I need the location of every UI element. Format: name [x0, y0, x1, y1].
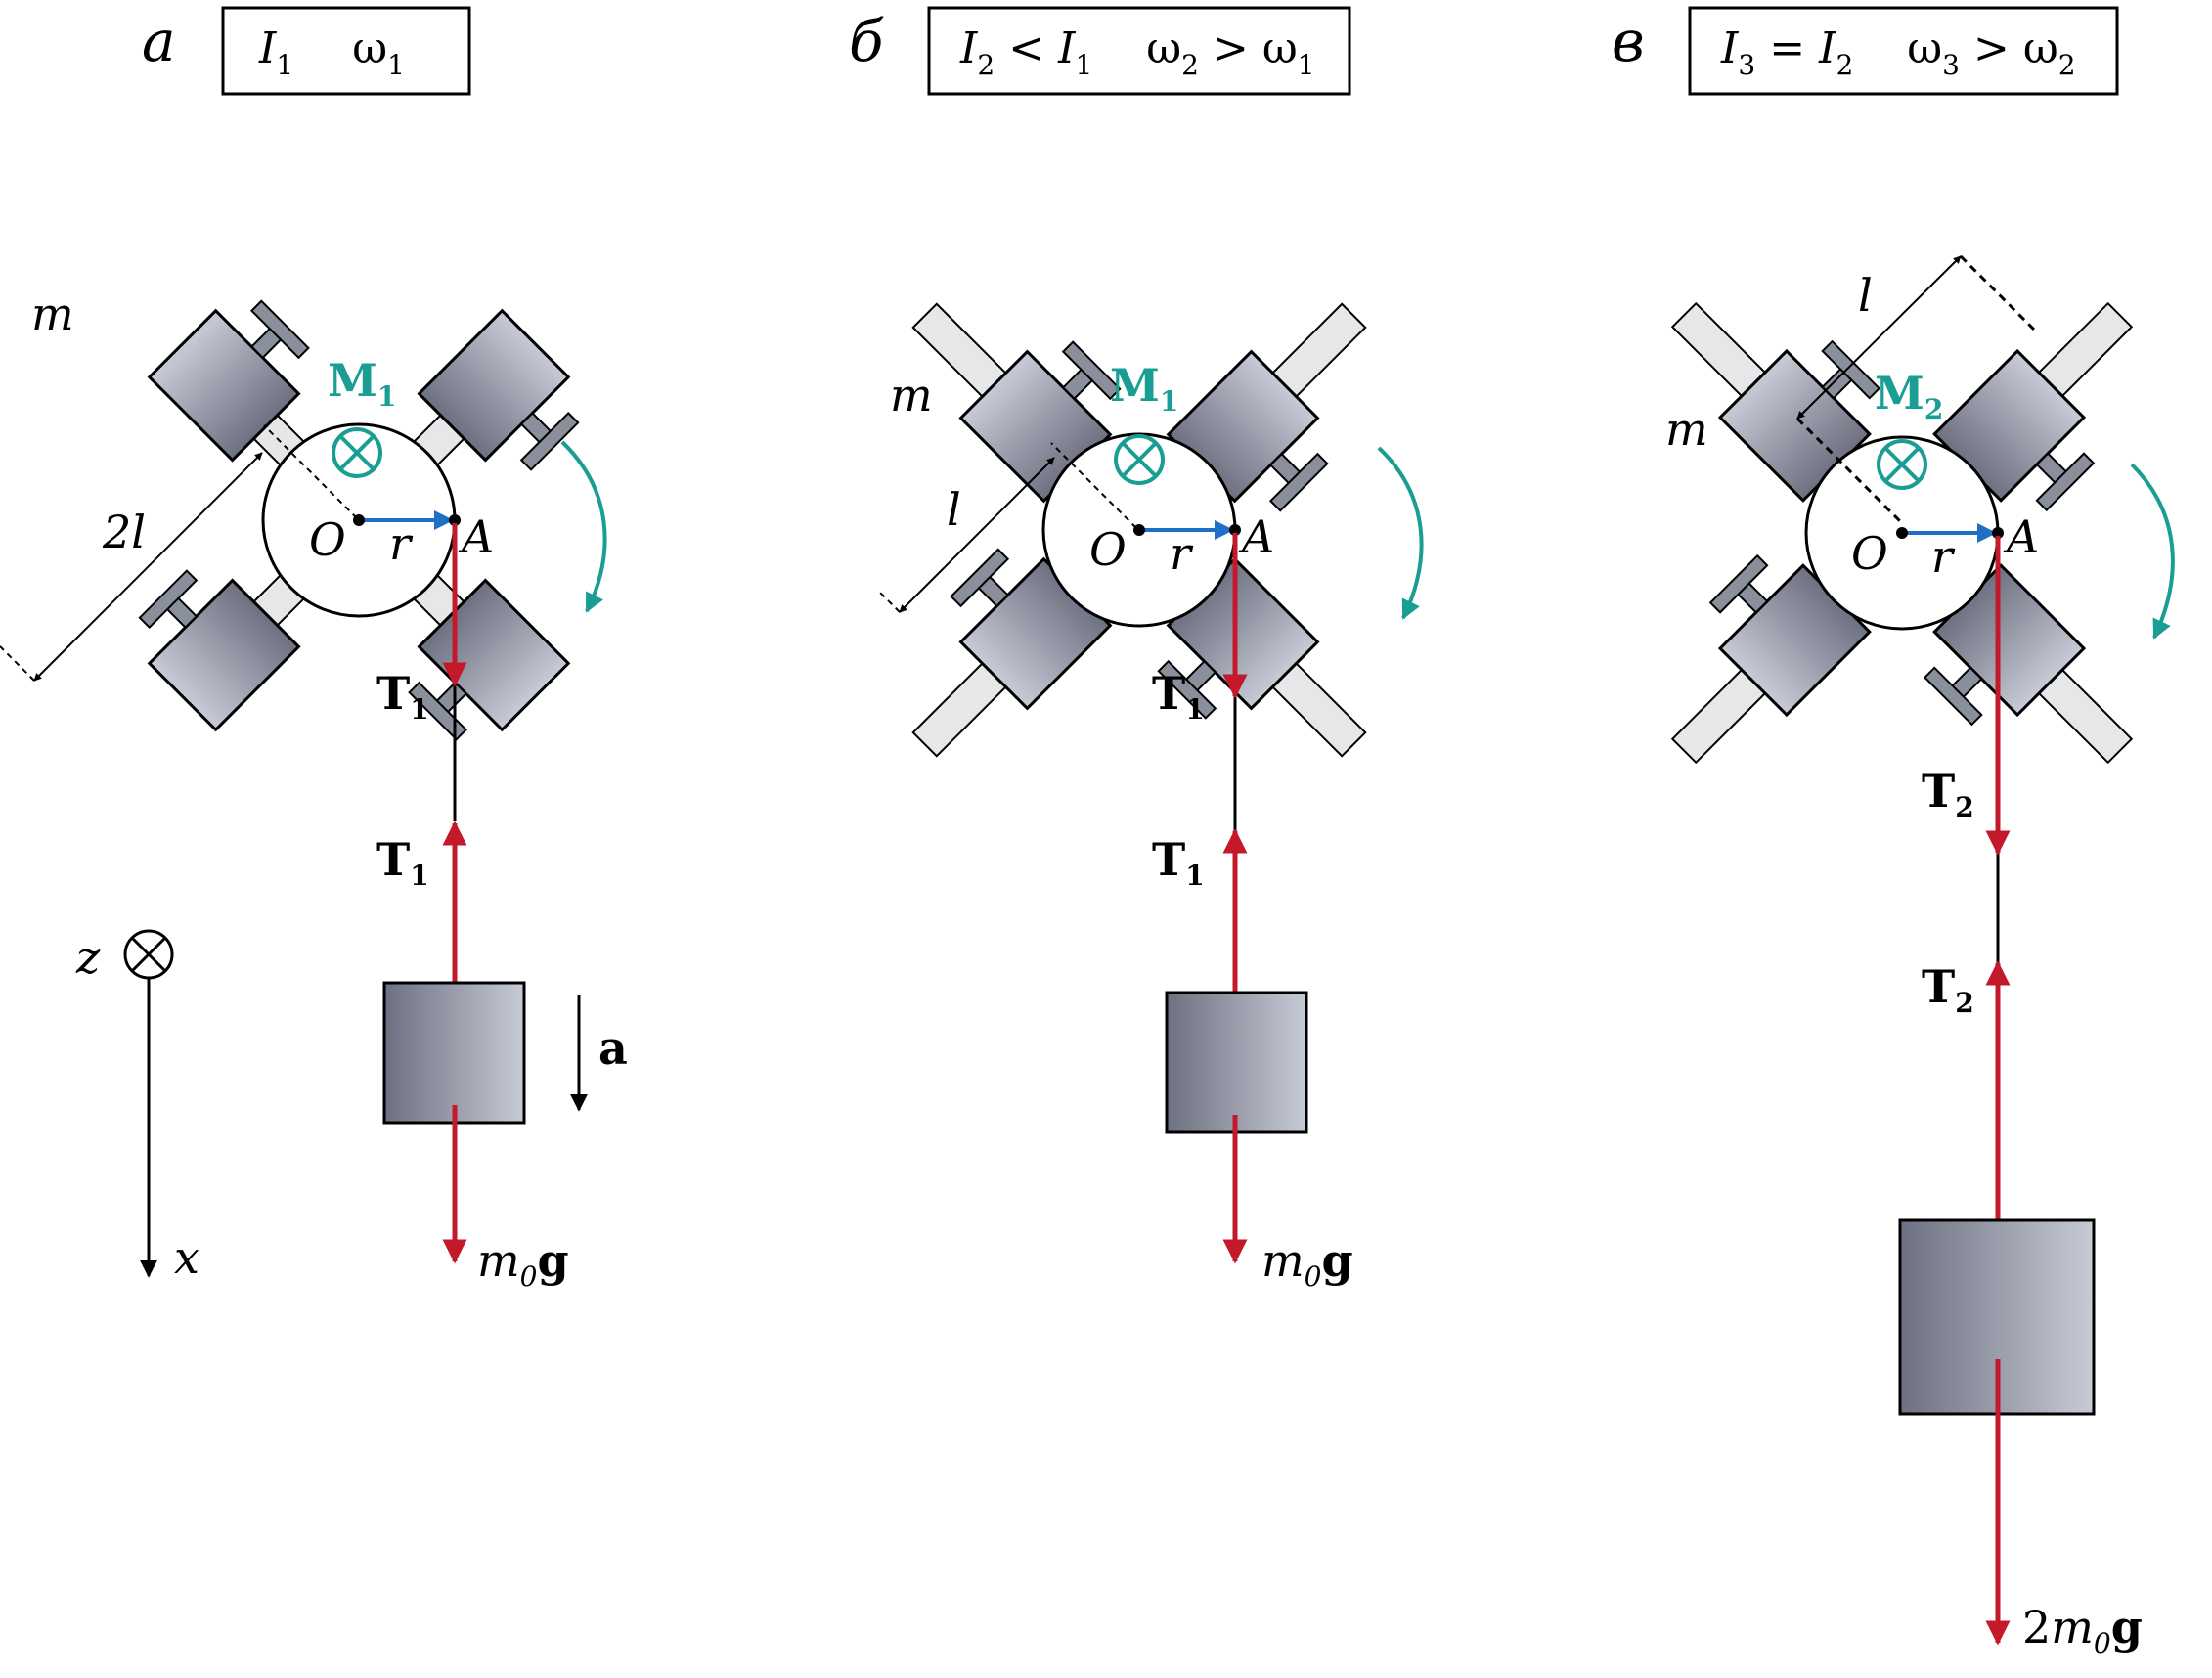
panel-c-moment-label: M2 — [1875, 367, 1943, 425]
panel-b-letter: б — [849, 8, 884, 74]
panel-c-arm-3 — [1670, 553, 1872, 765]
panel-a-tension-lower-label: T1 — [376, 833, 429, 892]
panel-b-tension-lower-label: T1 — [1152, 833, 1205, 892]
panel-c-dimension-extension — [1959, 254, 2036, 331]
panel-c-tension-lower-label: T2 — [1922, 960, 1974, 1019]
panel-c-slider-mass-1 — [1932, 348, 2096, 512]
panel-b-tension-upper-label: T1 — [1152, 667, 1205, 726]
panel-a-hanging-weight — [382, 981, 526, 1125]
panel-c-point-label: A — [2003, 510, 2039, 563]
panel-a-rotation-arrow — [560, 440, 607, 613]
panel-b-moment-into-page-icon — [1114, 434, 1165, 485]
panel-a-acceleration-label: a — [598, 1022, 628, 1075]
panel-b-mass-label: m — [890, 369, 933, 421]
panel-c-dimension-line — [1796, 255, 1962, 420]
panel-b-distance-label: l — [947, 483, 961, 536]
panel-c-origin-dot — [1896, 527, 1908, 539]
panel-b-origin-dot — [1133, 524, 1145, 536]
panel-a-slider-mass-2 — [408, 578, 571, 741]
panel-b-point-label: A — [1238, 510, 1274, 563]
panel-c-rotation-arrow — [2130, 463, 2175, 640]
panel-c-tension-upper-label: T2 — [1922, 765, 1974, 823]
panel-c-mass-label: m — [1665, 403, 1708, 456]
panel-a-radius-label: r — [389, 517, 414, 570]
panel-a-point-label: A — [458, 510, 494, 563]
panel-a-dimension-line — [33, 452, 263, 682]
panel-c-origin-label: O — [1851, 527, 1888, 580]
panel-a-dimension-extension — [263, 424, 358, 519]
panel-a-condition-box — [221, 6, 471, 96]
panel-b-moment-label: M1 — [1110, 359, 1178, 418]
panel-b-radius-label: r — [1170, 527, 1194, 580]
panel-a-origin-label: O — [309, 513, 346, 566]
panel-a-slider-mass-3 — [138, 569, 301, 732]
panel-b-weight-label: m0g — [1261, 1234, 1353, 1293]
axes-icon — [123, 929, 174, 1278]
panel-c-arm-1 — [1932, 301, 2134, 512]
panel-a-point-a-dot — [449, 514, 461, 526]
panel-a-distance-label: 2l — [102, 506, 146, 558]
panel-c-dimension-extension-2 — [1795, 417, 1902, 523]
panel-c-moment-into-page-icon — [1877, 439, 1927, 490]
panel-b-origin-label: O — [1089, 523, 1127, 576]
panel-b-rotation-arrow — [1377, 446, 1424, 620]
panel-a-slider-mass-4 — [147, 299, 310, 463]
panel-c-slider-mass-2 — [1923, 563, 2087, 727]
panel-c-distance-label: l — [1858, 269, 1873, 322]
panel-a-letter: а — [142, 8, 176, 74]
panel-a-moment-into-page-icon — [332, 427, 382, 478]
panel-a-mass-label: m — [31, 287, 74, 340]
panel-c-letter: в — [1612, 8, 1645, 74]
panel-a-moment-label: M1 — [328, 354, 396, 413]
panel-c-weight-label: 2m0g — [2022, 1601, 2143, 1659]
axis-z-label: z — [75, 931, 101, 984]
panel-a-slider-mass-1 — [417, 308, 580, 471]
panel-b-hanging-weight — [1165, 991, 1308, 1134]
panel-c-slider-mass-3 — [1708, 553, 1872, 718]
panel-c-radius-label: r — [1931, 530, 1956, 583]
panel-b-dimension-extension — [1050, 442, 1137, 529]
axis-x-label: x — [174, 1231, 199, 1284]
panel-b-condition-box — [927, 6, 1351, 96]
panel-a-dimension-extension-2 — [0, 645, 35, 682]
panel-a-tension-upper-label: T1 — [376, 667, 429, 726]
panel-b-dimension-extension-2 — [877, 590, 901, 613]
panel-a-origin-dot — [353, 514, 365, 526]
panel-b-point-a-dot — [1229, 524, 1241, 536]
panel-a-weight-label: m0g — [477, 1234, 569, 1293]
panel-c-condition-box — [1688, 6, 2119, 96]
panel-b-dimension-line — [899, 457, 1055, 613]
panel-c-point-a-dot — [1992, 527, 2004, 539]
